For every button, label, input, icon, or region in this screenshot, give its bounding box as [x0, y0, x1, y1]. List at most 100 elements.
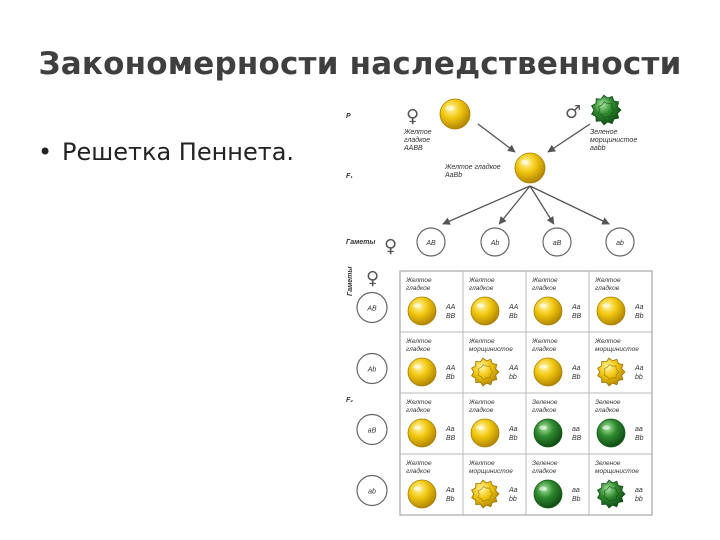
- cell-genotype-line1: Aa: [445, 426, 455, 433]
- parent-male-line1: Зеленое: [590, 129, 618, 136]
- f1-pea: [515, 153, 545, 183]
- cell-phenotype-line1: Желтое: [405, 338, 432, 345]
- cell-phenotype-line1: Желтое: [405, 277, 432, 284]
- pea-highlight: [413, 486, 421, 490]
- parent-female-genotype: AABB: [403, 145, 423, 152]
- gamete-label: AB: [425, 240, 436, 247]
- cell-phenotype-line2: морщинистое: [469, 346, 513, 353]
- cell-phenotype-line1: Желтое: [468, 277, 495, 284]
- cell-phenotype-line2: гладкое: [532, 345, 557, 353]
- cell-phenotype-line2: морщинистое: [595, 468, 639, 475]
- cell-genotype-line1: Aa: [634, 304, 644, 311]
- cell-genotype-line2: Bb: [572, 374, 581, 381]
- cell-pea: [597, 297, 625, 325]
- cell-genotype-line2: Bb: [446, 374, 455, 381]
- cell-genotype-line2: bb: [509, 496, 517, 503]
- cell-phenotype-line1: Желтое: [594, 277, 621, 284]
- pea-body: [471, 419, 499, 447]
- pea-highlight: [602, 425, 610, 429]
- pea-body: [440, 99, 470, 129]
- pea-highlight: [413, 425, 421, 429]
- cell-pea: [472, 480, 499, 508]
- cell-phenotype-line1: Желтое: [531, 338, 558, 345]
- cell-phenotype-line1: Желтое: [405, 399, 432, 406]
- cell-genotype-line1: Aa: [445, 487, 455, 494]
- pea-highlight: [602, 303, 610, 307]
- pea-highlight: [539, 364, 547, 368]
- pea-highlight: [539, 486, 547, 490]
- female-icon: ♀: [366, 268, 379, 289]
- cell-phenotype-line1: Зеленое: [595, 399, 621, 406]
- cell-phenotype-line1: Желтое: [468, 399, 495, 406]
- cell-pea: [472, 358, 499, 386]
- cell-phenotype-line1: Желтое: [405, 460, 432, 467]
- cell-genotype-line1: Aa: [571, 365, 581, 372]
- cell-genotype-line1: Aa: [634, 365, 644, 372]
- cell-phenotype-line2: гладкое: [406, 345, 431, 353]
- cell-pea: [597, 419, 625, 447]
- gamete-label: aB: [368, 428, 377, 435]
- pea-body: [598, 358, 625, 386]
- cell-pea: [534, 358, 562, 386]
- cell-genotype-line1: AA: [445, 304, 456, 311]
- cell-genotype-line1: aa: [635, 426, 643, 433]
- pea-highlight: [539, 303, 547, 307]
- pea-body: [534, 419, 562, 447]
- parent-female-line2: гладкое: [404, 136, 430, 144]
- pea-highlight: [413, 303, 421, 307]
- label-gametes-col: Гаметы: [347, 267, 354, 296]
- cell-genotype-line1: AA: [445, 365, 456, 372]
- parent-male-pea: [592, 95, 621, 125]
- cell-genotype-line2: Bb: [509, 313, 518, 320]
- cell-phenotype-line1: Желтое: [594, 338, 621, 345]
- label-p: P: [346, 113, 351, 120]
- cell-genotype-line2: Bb: [635, 313, 644, 320]
- cell-phenotype-line2: гладкое: [532, 284, 557, 292]
- cell-pea: [408, 480, 436, 508]
- pea-highlight: [521, 160, 529, 165]
- cell-genotype-line1: Aa: [508, 426, 518, 433]
- cell-phenotype-line1: Желтое: [468, 338, 495, 345]
- pea-highlight: [446, 106, 454, 111]
- cell-phenotype-line1: Зеленое: [532, 399, 558, 406]
- cell-phenotype-line2: гладкое: [469, 406, 494, 414]
- cell-genotype-line1: AA: [508, 365, 519, 372]
- cell-phenotype-line2: морщинистое: [595, 346, 639, 353]
- cell-genotype-line1: aa: [572, 487, 580, 494]
- pea-body: [408, 419, 436, 447]
- cell-genotype-line2: BB: [572, 313, 582, 320]
- cell-pea: [598, 480, 625, 508]
- label-f1: F₁: [346, 173, 353, 180]
- pea-highlight: [476, 425, 484, 429]
- cell-pea: [598, 358, 625, 386]
- cell-genotype-line1: aa: [635, 487, 643, 494]
- gamete-label: AB: [366, 306, 377, 313]
- cell-genotype-line2: Bb: [635, 435, 644, 442]
- cell-genotype-line2: Bb: [446, 496, 455, 503]
- cell-phenotype-line2: гладкое: [532, 467, 557, 475]
- cell-phenotype-line1: Зеленое: [532, 460, 558, 467]
- cell-genotype-line2: BB: [572, 435, 582, 442]
- pea-highlight: [476, 303, 484, 307]
- cell-pea: [534, 419, 562, 447]
- gamete-label: Ab: [367, 367, 377, 374]
- arrow-p-to-f1: [548, 124, 590, 152]
- cell-genotype-line2: Bb: [509, 435, 518, 442]
- parent-male-genotype: aabb: [590, 145, 606, 152]
- cell-genotype-line2: bb: [509, 374, 517, 381]
- cell-pea: [408, 419, 436, 447]
- pea-highlight: [413, 364, 421, 368]
- pea-highlight: [539, 425, 547, 429]
- label-gametes-row: Гаметы: [346, 239, 375, 246]
- male-icon: ♂: [565, 102, 581, 123]
- pea-body: [472, 480, 499, 508]
- pea-body: [408, 297, 436, 325]
- arrow-p-to-f1: [478, 124, 515, 152]
- cell-phenotype-line1: Желтое: [531, 277, 558, 284]
- pea-body: [408, 358, 436, 386]
- pea-body: [534, 358, 562, 386]
- cell-genotype-line2: bb: [635, 374, 643, 381]
- parent-female-pea: [440, 99, 470, 129]
- pea-body: [471, 297, 499, 325]
